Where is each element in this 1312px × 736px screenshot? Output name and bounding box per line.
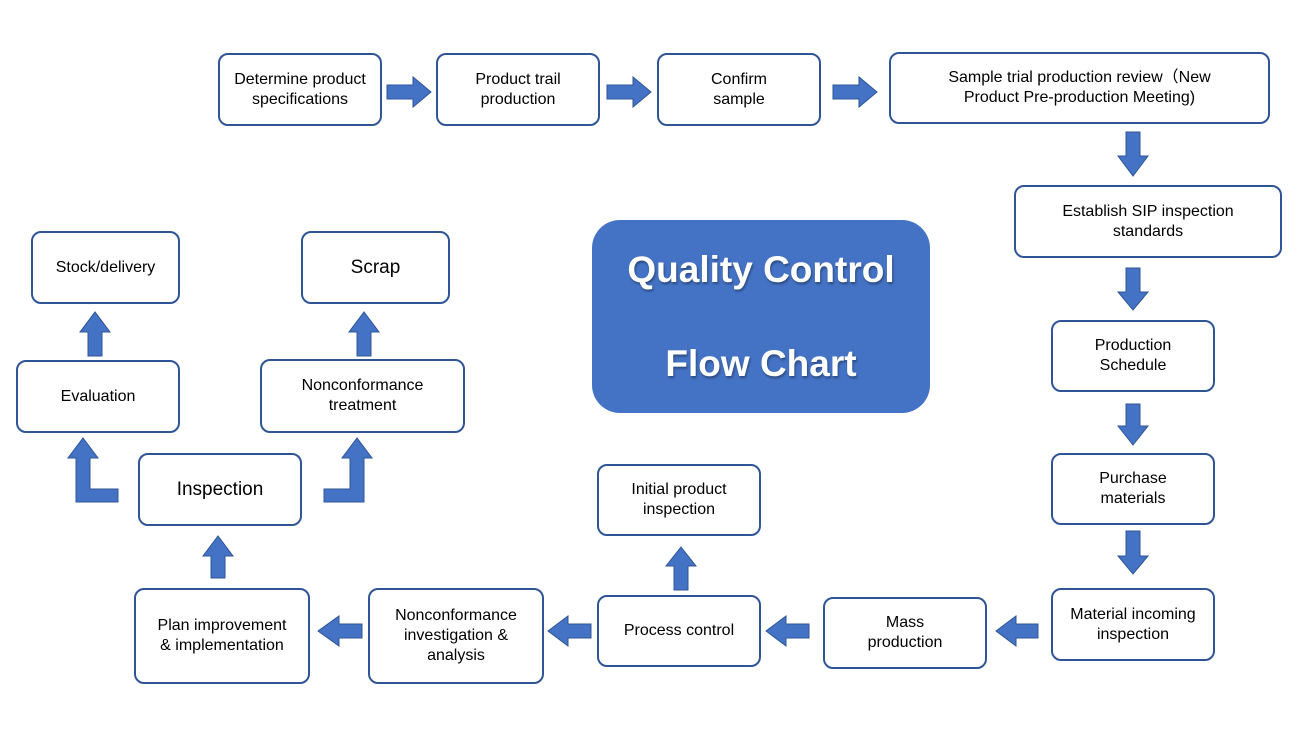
node-material-incoming: Material incoming inspection [1051, 588, 1215, 661]
node-production-schedule: Production Schedule [1051, 320, 1215, 392]
node-nonconformance-treatment: Nonconformance treatment [260, 359, 465, 433]
node-label: Mass production [867, 614, 943, 651]
arrow-down-3 [1116, 403, 1150, 446]
node-label: Establish SIP inspection standards [1062, 202, 1234, 240]
node-label: Initial product inspection [631, 481, 727, 518]
arrow-right-3 [832, 75, 878, 109]
node-nonconformance-investigation: Nonconformance investigation & analysis [368, 588, 544, 684]
arrow-up-scrap [348, 311, 380, 357]
node-mass-production: Mass production [823, 597, 987, 669]
node-confirm-sample: Confirm sample [657, 53, 821, 126]
node-label: Sample trial production review（New Produ… [948, 69, 1211, 106]
chart-title-line1: Quality Control [627, 248, 895, 290]
node-label: Production Schedule [1094, 337, 1172, 374]
node-label: Scrap [350, 256, 401, 278]
node-label: Plan improvement & implementation [157, 617, 287, 654]
arrow-down-1 [1117, 131, 1149, 177]
arrow-left-2 [765, 615, 810, 647]
node-label: Nonconformance treatment [301, 377, 424, 414]
node-stock-delivery: Stock/delivery [31, 231, 180, 304]
node-plan-improvement: Plan improvement & implementation [134, 588, 310, 684]
arrow-right-1 [386, 75, 432, 109]
node-label: Product trail production [475, 70, 561, 108]
node-scrap: Scrap [301, 231, 450, 304]
arrow-bend-treatment [323, 437, 373, 503]
arrow-up-initial [664, 546, 698, 591]
arrow-left-4 [317, 615, 363, 647]
arrow-down-2 [1116, 267, 1150, 311]
node-evaluation: Evaluation [16, 360, 180, 433]
node-process-control: Process control [597, 595, 761, 667]
node-determine-specs: Determine product specifications [218, 53, 382, 126]
chart-title: Quality Control Flow Chart [592, 220, 930, 413]
node-label: Purchase materials [1099, 470, 1167, 507]
arrow-left-3 [547, 615, 592, 647]
chart-title-line2: Flow Chart [665, 342, 857, 384]
arrow-right-2 [606, 75, 652, 109]
node-product-trail: Product trail production [436, 53, 600, 126]
arrow-up-inspection [202, 535, 234, 579]
arrow-bend-evaluation [67, 437, 119, 503]
arrow-down-4 [1116, 530, 1150, 575]
node-label: Confirm sample [710, 70, 767, 108]
node-purchase-materials: Purchase materials [1051, 453, 1215, 525]
node-establish-sip: Establish SIP inspection standards [1014, 185, 1282, 258]
arrow-left-1 [995, 615, 1039, 647]
arrow-up-stock [79, 311, 111, 357]
node-label: Inspection [176, 478, 264, 500]
node-inspection: Inspection [138, 453, 302, 526]
node-sample-review: Sample trial production review（New Produ… [889, 52, 1270, 124]
node-label: Determine product specifications [234, 70, 366, 108]
node-initial-inspection: Initial product inspection [597, 464, 761, 536]
node-label: Evaluation [60, 387, 136, 405]
node-label: Process control [623, 622, 735, 639]
node-label: Material incoming inspection [1070, 605, 1196, 643]
node-label: Nonconformance investigation & analysis [395, 607, 517, 664]
node-label: Stock/delivery [55, 258, 156, 276]
